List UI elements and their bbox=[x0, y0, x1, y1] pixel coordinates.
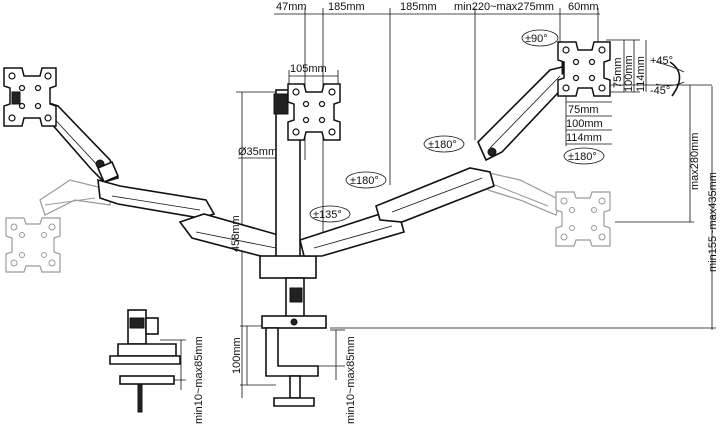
dim-max280: max280mm bbox=[689, 133, 701, 190]
left-arm-ghost-position bbox=[39, 179, 111, 216]
dim-min155-max435: min155~max435mm bbox=[707, 172, 719, 272]
dim-185-b: 185mm bbox=[400, 1, 437, 13]
dim-pole-diameter: Ø35mm bbox=[238, 146, 277, 158]
rotation-badge-180-center: ±180° bbox=[345, 171, 387, 189]
tilt-minus-45: -45° bbox=[650, 85, 670, 97]
dim-105: 105mm bbox=[290, 63, 327, 75]
rotation-badge-90: ±90° bbox=[521, 29, 559, 47]
left-vesa-plate-ghost bbox=[5, 217, 61, 273]
dim-vesa-100-v: 100mm bbox=[623, 55, 635, 92]
desk-clamp bbox=[261, 315, 327, 407]
left-lower-arm bbox=[97, 178, 292, 259]
dim-47: 47mm bbox=[276, 1, 307, 13]
dim-vesa-114-v: 114mm bbox=[635, 56, 647, 92]
right-arm-ghost-position bbox=[484, 171, 561, 216]
rotation-label-90: ±90° bbox=[525, 33, 548, 45]
dim-grommet-range: min10~max85mm bbox=[193, 336, 205, 424]
dim-60: 60mm bbox=[568, 1, 599, 13]
rotation-badge-135: ±135° bbox=[309, 205, 351, 223]
dim-min220-max275: min220~max275mm bbox=[454, 1, 554, 13]
rotation-label-135: ±135° bbox=[313, 209, 342, 221]
right-vesa-plate bbox=[557, 41, 611, 97]
tilt-plus-45: +45° bbox=[650, 55, 673, 67]
dim-vesa-114-h: 114mm bbox=[566, 132, 602, 144]
dimension-labels: 47mm 185mm 185mm min220~max275mm 60mm 10… bbox=[193, 1, 719, 424]
right-upper-arm bbox=[477, 57, 573, 162]
rotation-label-180-tilt: ±180° bbox=[568, 151, 597, 163]
dim-458: 458mm bbox=[230, 215, 242, 252]
right-lower-arm bbox=[299, 167, 495, 257]
left-vesa-plate bbox=[3, 67, 57, 127]
rotation-label-180-center: ±180° bbox=[350, 175, 379, 187]
dim-185-a: 185mm bbox=[328, 1, 365, 13]
grommet-mount bbox=[109, 309, 181, 413]
dim-vesa-100-h: 100mm bbox=[566, 118, 603, 130]
dim-clamp-range: min10~max85mm bbox=[345, 336, 357, 424]
dim-base-100: 100mm bbox=[231, 337, 243, 374]
dim-vesa-75-h: 75mm bbox=[568, 104, 599, 116]
dim-vesa-75-v: 75mm bbox=[612, 57, 624, 88]
center-vesa-plate bbox=[287, 83, 341, 141]
rotation-label-180-right: ±180° bbox=[428, 139, 457, 151]
rotation-badge-180-tilt: ±180° bbox=[563, 147, 605, 165]
rotation-badge-180-right: ±180° bbox=[423, 135, 465, 153]
right-vesa-plate-ghost bbox=[555, 191, 611, 247]
